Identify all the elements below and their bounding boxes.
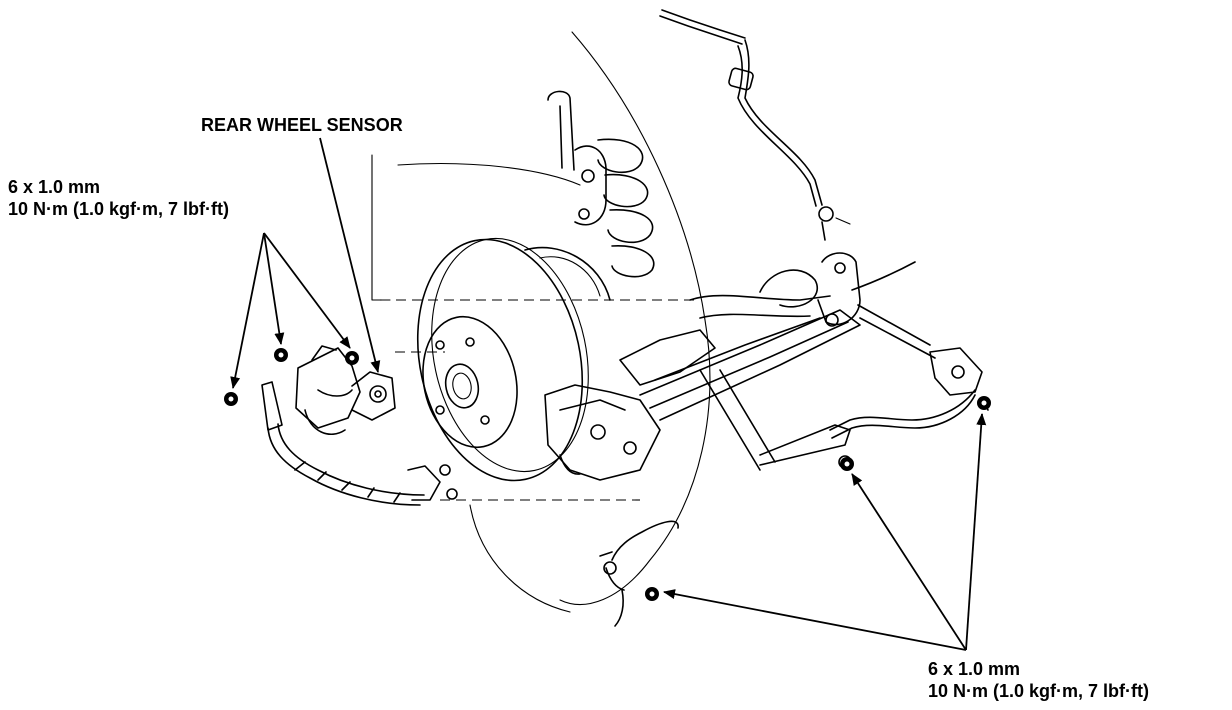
strut-assembly [547,90,655,278]
top-leader-2 [263,232,285,345]
brake-disc [416,237,611,482]
top-torque-spec-label: 10 N·m (1.0 kgf·m, 7 lbf·ft) [8,199,230,219]
bottom-leader-3 [965,413,987,651]
flange-bolt-icon [977,396,991,410]
bottom-leader-2 [851,473,967,651]
bottom-torque-spec-label: 10 N·m (1.0 kgf·m, 7 lbf·ft) [928,681,1150,701]
top-leader-3 [263,232,351,349]
flange-bolts [224,348,991,601]
top-bolt-size-label: 6 x 1.0 mm [8,177,101,197]
rear-wheel-sensor-label: REAR WHEEL SENSOR [201,115,403,135]
sensor-bracket [261,345,396,435]
harness-clip-lower [599,520,679,627]
flange-bolt-icon [224,392,238,406]
abs-harness [659,9,851,241]
flange-bolt-icon [274,348,288,362]
sensor-harness [267,423,458,506]
body-outline [371,31,711,613]
trailing-arm [639,252,936,471]
flange-bolt-icon [840,457,854,471]
sensor-leader [319,137,381,373]
flange-bolt-icon [645,587,659,601]
bottom-bolt-size-label: 6 x 1.0 mm [928,659,1021,679]
flange-bolt-icon [345,351,359,365]
knuckle-caliper [544,329,716,481]
leader-lines [230,137,987,651]
bottom-leader-1 [663,589,967,651]
top-leader-1 [230,232,265,389]
brake-hose-bracket [759,347,991,469]
